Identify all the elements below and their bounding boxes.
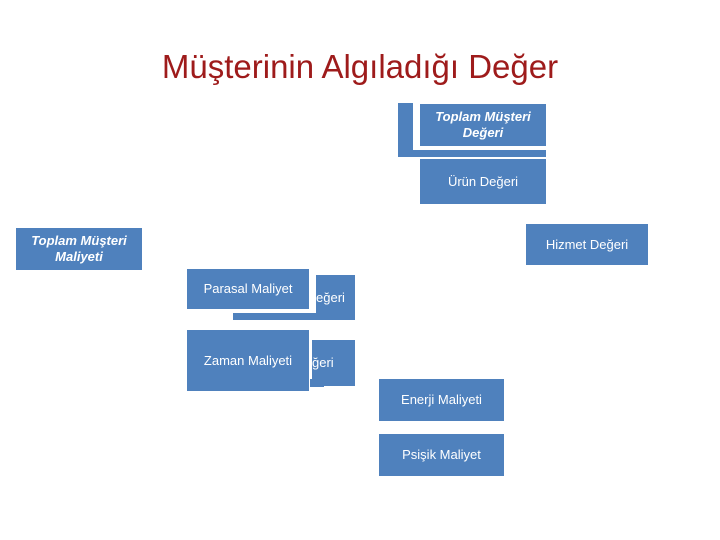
node-hidden-degeri-upper[interactable]: eğeri: [316, 275, 355, 320]
node-toplam-musteri-maliyeti[interactable]: Toplam Müşteri Maliyeti: [16, 228, 142, 270]
node-label: ğeri: [312, 355, 334, 370]
node-hizmet-degeri[interactable]: Hizmet Değeri: [526, 224, 648, 265]
node-toplam-musteri-degeri[interactable]: Toplam Müşteri Değeri: [419, 103, 547, 147]
node-hidden-degeri-lower[interactable]: ğeri: [312, 340, 355, 386]
node-label: Psişik Maliyet: [402, 447, 481, 462]
node-label: Hizmet Değeri: [545, 236, 629, 252]
node-label: Toplam Müşteri Maliyeti: [31, 233, 127, 264]
node-urun-degeri[interactable]: Ürün Değeri: [419, 158, 547, 205]
bracket-bar-vertical-top: [398, 103, 413, 157]
node-label: Enerji Maliyeti: [401, 392, 482, 407]
node-label: Parasal Maliyet: [203, 281, 293, 296]
node-parasal-maliyet[interactable]: Parasal Maliyet: [186, 268, 310, 310]
node-psisik-maliyet[interactable]: Psişik Maliyet: [379, 434, 504, 476]
node-label: Toplam Müşteri Değeri: [435, 109, 531, 140]
node-label: Zaman Maliyeti: [203, 352, 293, 368]
underline-bar-upper: [233, 313, 325, 320]
node-enerji-maliyeti[interactable]: Enerji Maliyeti: [379, 379, 504, 421]
node-label: Ürün Değeri: [447, 173, 519, 189]
node-label: eğeri: [316, 289, 345, 305]
bracket-bar-horizontal-top: [398, 150, 546, 157]
node-zaman-maliyeti[interactable]: Zaman Maliyeti: [186, 329, 310, 392]
page-title: Müşterinin Algıladığı Değer: [161, 48, 559, 85]
